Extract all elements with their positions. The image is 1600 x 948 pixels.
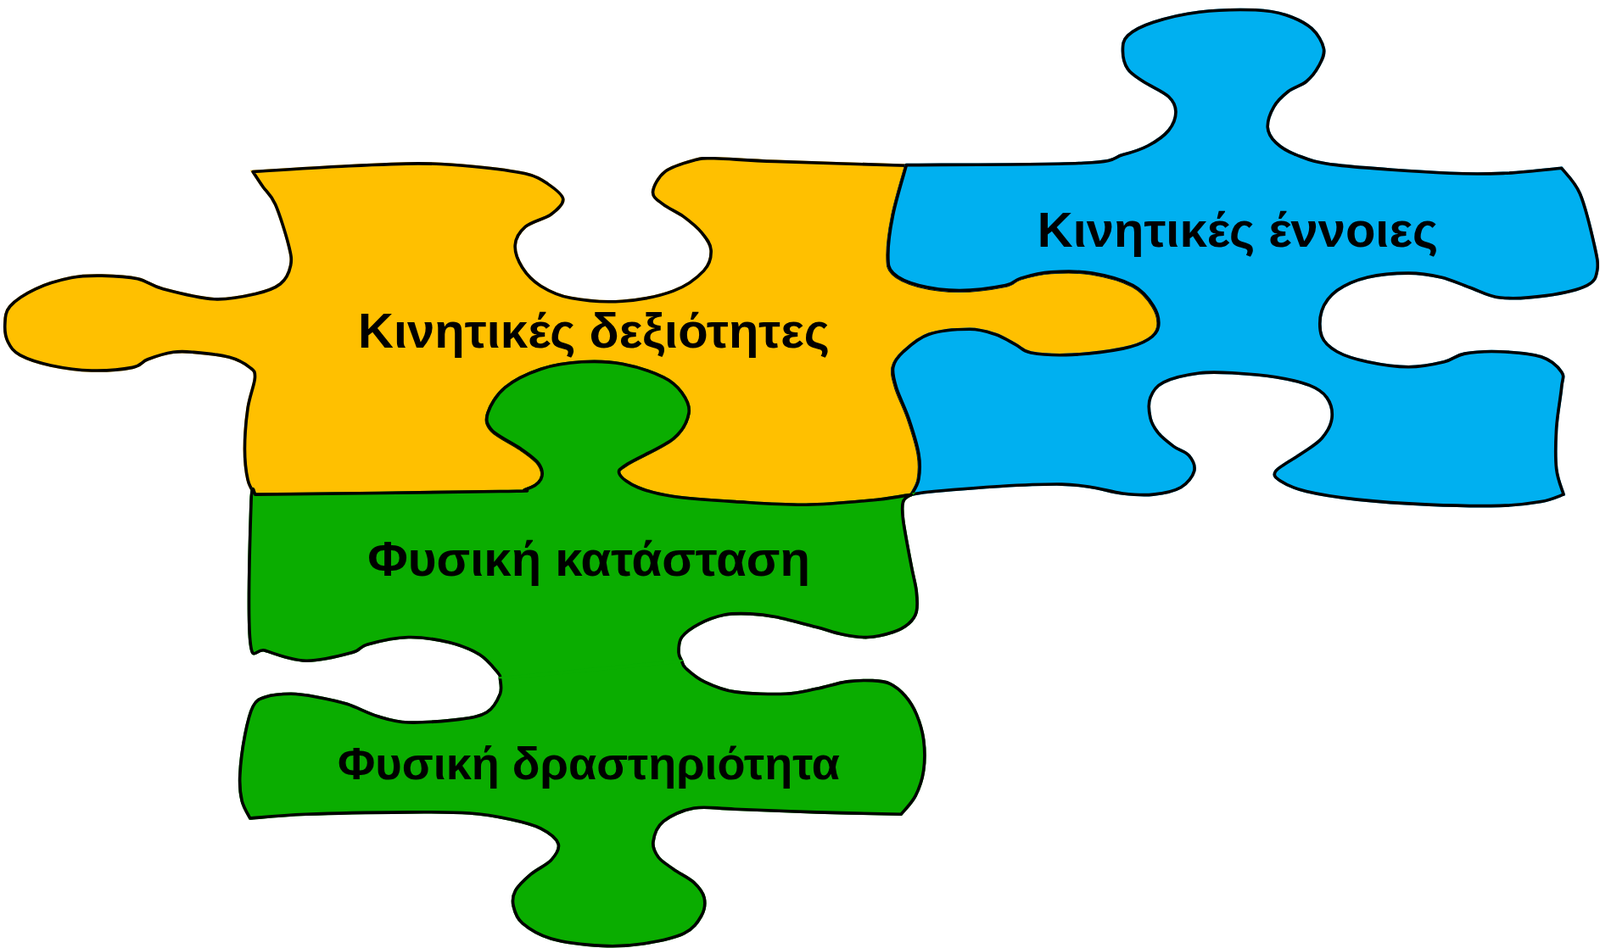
piece-label: Κινητικές έννοιες [1037,205,1438,255]
piece-label: Φυσική κατάσταση [367,534,811,584]
piece-label: Φυσική δραστηριότητα [337,740,840,787]
piece-label: Κινητικές δεξιότητες [358,306,830,356]
puzzle-piece: Φυσική κατάσταση [246,358,921,683]
puzzle-piece: Φυσική δραστηριότητα [235,657,929,948]
puzzle-border [239,660,924,946]
puzzle-outline [246,358,921,683]
puzzle-border [249,362,918,679]
puzzle-fill [887,10,1597,507]
puzzle-fill [249,362,918,679]
puzzle-border [887,10,1597,507]
puzzle-fill [239,660,924,946]
puzzle-piece: Κινητικές έννοιες [883,5,1600,510]
puzzle-outline [883,5,1600,510]
puzzle-outline [235,657,929,948]
